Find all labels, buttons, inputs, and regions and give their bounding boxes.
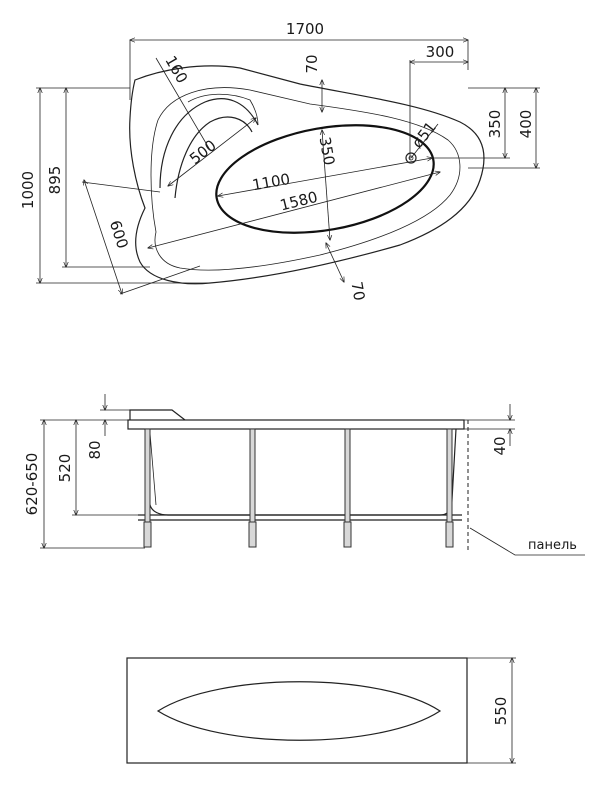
side-headrest bbox=[129, 409, 186, 421]
side-tub-body bbox=[144, 428, 457, 516]
panel-label: панель bbox=[528, 538, 577, 553]
foot-4 bbox=[445, 521, 454, 548]
side-view: панель 620-650 520 80 40 bbox=[23, 394, 585, 556]
dim-rim-thickness: 40 bbox=[491, 436, 509, 455]
dim-inner-width: 895 bbox=[46, 166, 64, 195]
dim-headrest-height: 80 bbox=[86, 440, 104, 459]
dim-overall-width: 1000 bbox=[19, 171, 37, 209]
dim-total-height: 620-650 bbox=[23, 453, 41, 516]
dim-headrest-offset: 160 bbox=[161, 53, 191, 87]
frame-post-4 bbox=[446, 428, 453, 523]
frame-post-3 bbox=[344, 428, 351, 523]
dim-headrest-width: 500 bbox=[186, 136, 220, 168]
foot-2 bbox=[248, 521, 257, 548]
foot-3 bbox=[343, 521, 352, 548]
dim-backrest-width: 600 bbox=[106, 218, 132, 251]
dim-tub-depth: 520 bbox=[56, 454, 74, 483]
dim-bowl-length: 1580 bbox=[278, 188, 319, 215]
frame-post-2 bbox=[249, 428, 256, 523]
tub-outer-shell bbox=[129, 65, 485, 285]
dim-panel-height: 550 bbox=[492, 697, 510, 726]
panel-view: 550 bbox=[126, 657, 516, 764]
front-panel bbox=[126, 657, 468, 764]
dim-drain-offset: 300 bbox=[426, 43, 455, 61]
frame-post-1 bbox=[144, 428, 151, 523]
dim-inner-bowl-length: 1100 bbox=[251, 170, 292, 194]
panel-leader bbox=[469, 527, 585, 556]
inner-bowl bbox=[215, 124, 435, 234]
dim-drain-y-outer: 400 bbox=[517, 110, 535, 139]
dim-drain-y-inner: 350 bbox=[486, 110, 504, 139]
dim-rim-top: 70 bbox=[303, 54, 321, 73]
dim-rim-bottom: 70 bbox=[347, 280, 368, 302]
top-view: 1700 1000 895 70 300 350 400 350 1100 bbox=[19, 20, 540, 302]
dim-inner-bowl-depth: 350 bbox=[316, 135, 339, 166]
headrest-cap bbox=[187, 93, 259, 126]
dim-overall-length: 1700 bbox=[286, 20, 324, 38]
foot-1 bbox=[143, 521, 152, 548]
side-rim bbox=[127, 419, 465, 430]
panel-decor-lens bbox=[156, 681, 442, 741]
